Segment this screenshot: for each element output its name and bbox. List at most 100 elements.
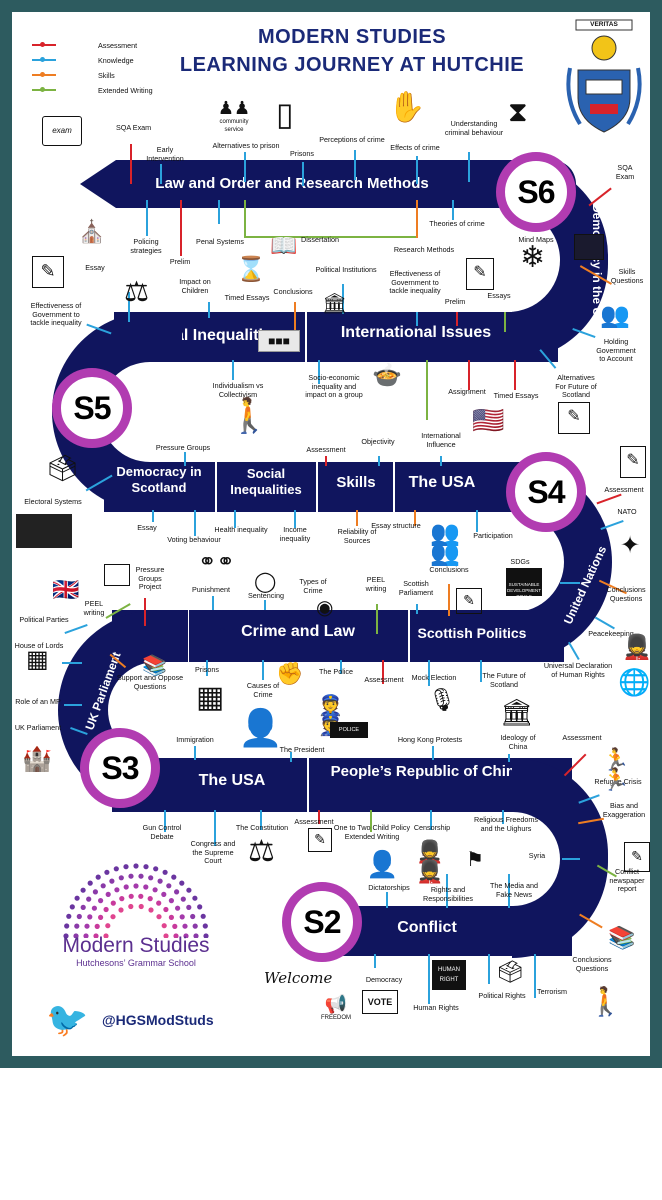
logo-dot	[173, 933, 179, 939]
road-s3-divider-1	[187, 610, 189, 662]
badge-s6: S6	[496, 152, 576, 232]
megaphone-icon: 📢 FREEDOM	[318, 994, 354, 1022]
assessment-paper-icon: ✎	[620, 446, 646, 478]
vote-sign-icon: VOTE	[362, 990, 398, 1014]
logo-dot	[182, 923, 188, 929]
logo-dot	[148, 907, 154, 913]
road-s5	[114, 312, 558, 362]
logo-dot	[128, 893, 134, 899]
pin-political-institutions	[342, 284, 344, 314]
pin-scottish-parliament	[416, 604, 418, 614]
logo-dot	[179, 914, 185, 920]
podium-icon: 🎙	[428, 687, 456, 712]
pin-individualism	[232, 360, 234, 380]
section-skills: Skills	[336, 474, 376, 491]
pin-objectivity	[378, 456, 380, 466]
logo-dot	[156, 900, 162, 906]
label-prelim-top: Prelim	[169, 257, 191, 266]
pin-the-police	[340, 660, 342, 674]
logo-dot	[162, 869, 168, 875]
pin-research-methods	[416, 200, 418, 238]
road-arrow-head	[80, 160, 116, 208]
twitter-handle[interactable]: @HGSModStuds	[102, 1012, 214, 1028]
logo-dot	[105, 923, 111, 929]
pin-hong-kong	[432, 746, 434, 760]
logo-dot	[143, 884, 149, 890]
books-icon: 📚	[142, 655, 167, 677]
pin-assessment-s4-right	[596, 493, 622, 504]
essay-paper-icon: ✎	[466, 258, 494, 290]
logo-dot	[168, 898, 174, 904]
label-religious: Religious Freedoms and the Uighurs	[474, 815, 538, 833]
label-mind-maps: Mind Maps	[518, 235, 554, 244]
ams-system-icon	[16, 514, 72, 548]
label-dissertation: Dissertation	[301, 235, 339, 244]
label-understanding: Understanding criminal behaviour	[444, 119, 504, 137]
label-nato: NATO	[617, 507, 637, 516]
pin-timed-essays-s6	[514, 360, 516, 390]
logo-dot	[74, 923, 80, 929]
road-s5-divider	[305, 312, 307, 362]
pin-assessment-usa	[318, 810, 320, 824]
card-icon	[574, 234, 604, 260]
logo-dot	[110, 900, 116, 906]
label-sqa-exam-right: SQA Exam	[615, 163, 635, 181]
pin-policing	[146, 200, 148, 236]
community-service-icon: ♟♟ community service	[212, 98, 256, 133]
label-international-influence: International Influence	[421, 431, 461, 449]
logo-dot	[104, 869, 110, 875]
badge-s5: S5	[52, 368, 132, 448]
label-prisons-s3: Prisons	[195, 665, 219, 674]
pin-constitution	[260, 810, 262, 830]
logo-dot	[119, 896, 125, 902]
pin-syria	[562, 858, 580, 860]
road-s4	[104, 462, 560, 512]
parliament-building-icon: 🏛	[500, 697, 534, 727]
label-the-president: The President	[279, 745, 325, 754]
tape-icon: ◯	[254, 571, 277, 593]
prison-bars-icon: ▯	[276, 96, 294, 132]
logo-dot	[156, 914, 162, 920]
handcuffs-icon: ⚭⚭	[198, 549, 235, 574]
legend-assessment-dot	[40, 42, 45, 47]
police-officers-icon: 👮👮	[318, 695, 343, 736]
label-assessment-s4: Assessment	[306, 445, 346, 454]
pin-future-scotland	[480, 660, 482, 682]
twitter-bird-icon[interactable]: 🐦	[46, 1001, 89, 1039]
logo-dot	[161, 891, 167, 897]
pin-conclusions-s3	[448, 584, 450, 616]
logo-dot	[100, 883, 106, 889]
label-media-fake-news: The Media and Fake News	[490, 881, 538, 899]
badge-s2: S2	[282, 882, 362, 962]
label-peel-left: PEEL writing	[83, 599, 105, 617]
label-punishment: Punishment	[192, 585, 230, 594]
pin-reliability	[356, 510, 358, 526]
pin-political-parties	[64, 623, 88, 634]
meeting-icon: 👥	[600, 302, 630, 329]
road-s3-divider-2	[408, 610, 410, 662]
label-essay-structure: Essay structure	[371, 521, 421, 530]
usa-flag-icon: 🇺🇸	[472, 405, 505, 435]
logo-dot	[192, 895, 198, 901]
logo-dot	[87, 880, 93, 886]
pin-effects	[416, 156, 418, 184]
legend: Assessment Knowledge Skills Extended Wri…	[32, 41, 153, 106]
logo-dot	[128, 873, 134, 879]
police-scotland-icon: POLICE SCOTLAND	[330, 722, 368, 749]
dictator-icon: 👤	[366, 849, 399, 879]
people-icon: 🚶	[228, 397, 271, 435]
pin-sdgs	[560, 582, 580, 584]
label-assessment-usa: Assessment	[294, 817, 334, 826]
label-peacekeeping: Peacekeeping	[588, 629, 634, 638]
logo-dot	[87, 914, 93, 920]
logo-dot	[168, 914, 174, 920]
section-conflict: Conflict	[397, 919, 457, 936]
label-future-scotland: The Future of Scotland	[482, 671, 526, 689]
logo-dot	[133, 883, 139, 889]
logo-dot	[157, 878, 163, 884]
label-udhr: Universal Declaration of Human Rights	[543, 661, 613, 679]
logo-dot	[186, 904, 192, 910]
legend-skills-dot	[40, 72, 45, 77]
pin-essay-s5	[128, 292, 130, 322]
title-line-1: MODERN STUDIES	[257, 26, 447, 48]
